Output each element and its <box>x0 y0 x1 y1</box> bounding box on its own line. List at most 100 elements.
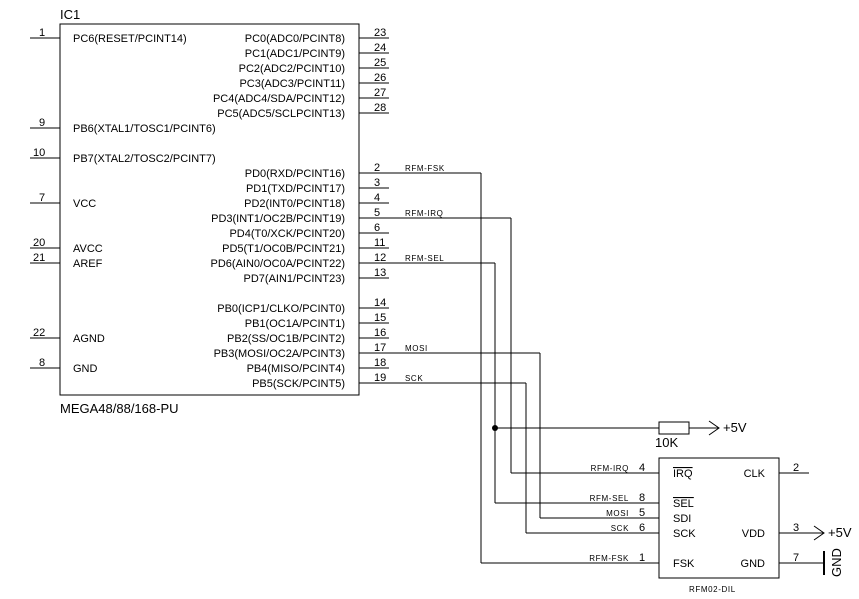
ic1-right-pin: 19 PB5(SCK/PCINT5) <box>252 372 389 390</box>
pin-number: 13 <box>374 267 386 279</box>
pin-number: 24 <box>374 42 386 54</box>
pin-number: 2 <box>374 162 380 174</box>
ic1-left-pin: 10 PB7(XTAL2/TOSC2/PCINT7) <box>30 147 216 165</box>
pin-number: 23 <box>374 27 386 39</box>
pin-label: SDI <box>673 513 691 525</box>
resistor-value: 10K <box>655 435 678 450</box>
pin-net: SCK <box>611 524 629 533</box>
net-mosi: MOSI <box>389 344 629 519</box>
ic1-right-pin: 24 PC1(ADC1/PCINT9) <box>245 42 389 60</box>
pin-label: PC3(ADC3/PCINT11) <box>239 78 345 90</box>
pin-label: PD4(T0/XCK/PCINT20) <box>229 228 345 240</box>
rfm02-left-pin: 1 RFM-FSK FSK <box>589 552 695 570</box>
pin-number: 5 <box>639 507 645 519</box>
gnd-label: GND <box>829 548 844 577</box>
ic1-body <box>59 23 360 396</box>
pin-label: GND <box>73 363 98 375</box>
ic1-right-pin: 26 PC3(ADC3/PCINT11) <box>239 72 389 90</box>
pin-number: 5 <box>374 207 380 219</box>
pin-number: 8 <box>639 492 645 504</box>
pin-number: 15 <box>374 312 386 324</box>
pin-label: PB7(XTAL2/TOSC2/PCINT7) <box>73 153 216 165</box>
ic1-right-pin: 5 PD3(INT1/OC2B/PCINT19) <box>211 207 389 225</box>
pin-number: 12 <box>374 252 386 264</box>
pin-number: 6 <box>374 222 380 234</box>
ic1-left-pin: 8 GND <box>30 357 98 375</box>
pin-label: VCC <box>73 198 96 210</box>
pin-number: 11 <box>374 237 385 249</box>
pin-number: 4 <box>374 192 380 204</box>
ic1-right-pin: 18 PB4(MISO/PCINT4) <box>247 357 389 375</box>
pin-number: 7 <box>39 192 45 204</box>
pin-label: PD1(TXD/PCINT17) <box>246 183 345 195</box>
ic1-right-pin: 14 PB0(ICP1/CLKO/PCINT0) <box>217 297 389 315</box>
pin-number: 8 <box>39 357 45 369</box>
pin-label: PC4(ADC4/SDA/PCINT12) <box>213 93 345 105</box>
pin-number: 28 <box>374 102 386 114</box>
pin-label: PB3(MOSI/OC2A/PCINT3) <box>214 348 345 360</box>
ic1-right-pin: 4 PD2(INT0/PCINT18) <box>244 192 389 210</box>
pin-number: 7 <box>793 552 799 564</box>
ic1-left-pin: 9 PB6(XTAL1/TOSC1/PCINT6) <box>30 117 216 135</box>
rfm02-right-pin: 2 CLK <box>744 462 809 480</box>
pin-number: 20 <box>33 237 45 249</box>
rfm02-left-pin: 8 RFM-SEL SEL <box>590 492 694 510</box>
net-sck: SCK <box>389 374 629 534</box>
pin-number: 1 <box>39 27 45 39</box>
pin-number: 18 <box>374 357 386 369</box>
pin-label: AVCC <box>73 243 103 255</box>
pin-label: PD2(INT0/PCINT18) <box>244 198 345 210</box>
pin-label: PC0(ADC0/PCINT8) <box>245 33 345 45</box>
rfm02-right-pin: 3 VDD +5V <box>742 522 852 541</box>
pin-number: 25 <box>374 57 386 69</box>
pin-label: CLK <box>744 468 766 480</box>
pin-label: PD3(INT1/OC2B/PCINT19) <box>211 213 345 225</box>
rfm02-left-pin: 6 SCK SCK <box>611 522 697 540</box>
pin-number: 21 <box>33 252 45 264</box>
pin-number: 2 <box>793 462 799 474</box>
pullup-resistor: 10K +5V <box>492 420 747 450</box>
pin-number: 4 <box>639 462 645 474</box>
pin-number: 27 <box>374 87 386 99</box>
net-label: RFM-FSK <box>405 164 445 173</box>
pin-number: 3 <box>793 522 799 534</box>
pin-number: 14 <box>374 297 386 309</box>
ic1-right-pin: 23 PC0(ADC0/PCINT8) <box>245 27 389 45</box>
pin-number: 1 <box>639 552 645 564</box>
ic1-right-pin: 28 PC5(ADC5/SCLPCINT13) <box>217 102 389 120</box>
pin-label: PB6(XTAL1/TOSC1/PCINT6) <box>73 123 216 135</box>
ic1-left-pin: 21 AREF <box>30 252 103 270</box>
net-rfm-irq: RFM-IRQ <box>389 209 629 474</box>
supply-arrow-icon <box>813 525 825 541</box>
pin-label: PD0(RXD/PCINT16) <box>245 168 345 180</box>
ic1-right-pin: 16 PB2(SS/OC1B/PCINT2) <box>227 327 389 345</box>
pin-number: 19 <box>374 372 386 384</box>
pin-label: PC1(ADC1/PCINT9) <box>245 48 345 60</box>
pin-net: MOSI <box>606 509 629 518</box>
pin-number: 22 <box>33 327 45 339</box>
pin-label: VDD <box>742 528 765 540</box>
pin-number: 6 <box>639 522 645 534</box>
pin-label: PC6(RESET/PCINT14) <box>73 33 187 45</box>
supply-arrow-icon <box>708 420 720 436</box>
pin-label: IRQ <box>673 468 693 480</box>
rfm02-right-pin: 7 GND GND <box>741 548 844 577</box>
ic1-left-pin: 7 VCC <box>30 192 96 210</box>
net-rfm-fsk: RFM-FSK <box>389 164 629 564</box>
rfm02-part: RFM02-DIL <box>689 585 736 594</box>
pin-label: PC2(ADC2/PCINT10) <box>239 63 345 75</box>
net-label: MOSI <box>405 344 428 353</box>
resistor-body <box>658 421 690 435</box>
pin-number: 16 <box>374 327 386 339</box>
pin-number: 26 <box>374 72 386 84</box>
ic1-right-pin: 15 PB1(OC1A/PCINT1) <box>245 312 389 330</box>
pin-label: PB4(MISO/PCINT4) <box>247 363 345 375</box>
pin-label: PB5(SCK/PCINT5) <box>252 378 345 390</box>
rfm02-left-pin: 4 RFM-IRQ IRQ <box>591 462 693 480</box>
rfm02-left-pin: 5 MOSI SDI <box>606 507 691 525</box>
ic1-right-pin: 11 PD5(T1/OC0B/PCINT21) <box>222 237 389 255</box>
supply-label: +5V <box>723 420 747 435</box>
pin-net: RFM-IRQ <box>591 464 629 473</box>
ic1-left-pin: 20 AVCC <box>30 237 103 255</box>
